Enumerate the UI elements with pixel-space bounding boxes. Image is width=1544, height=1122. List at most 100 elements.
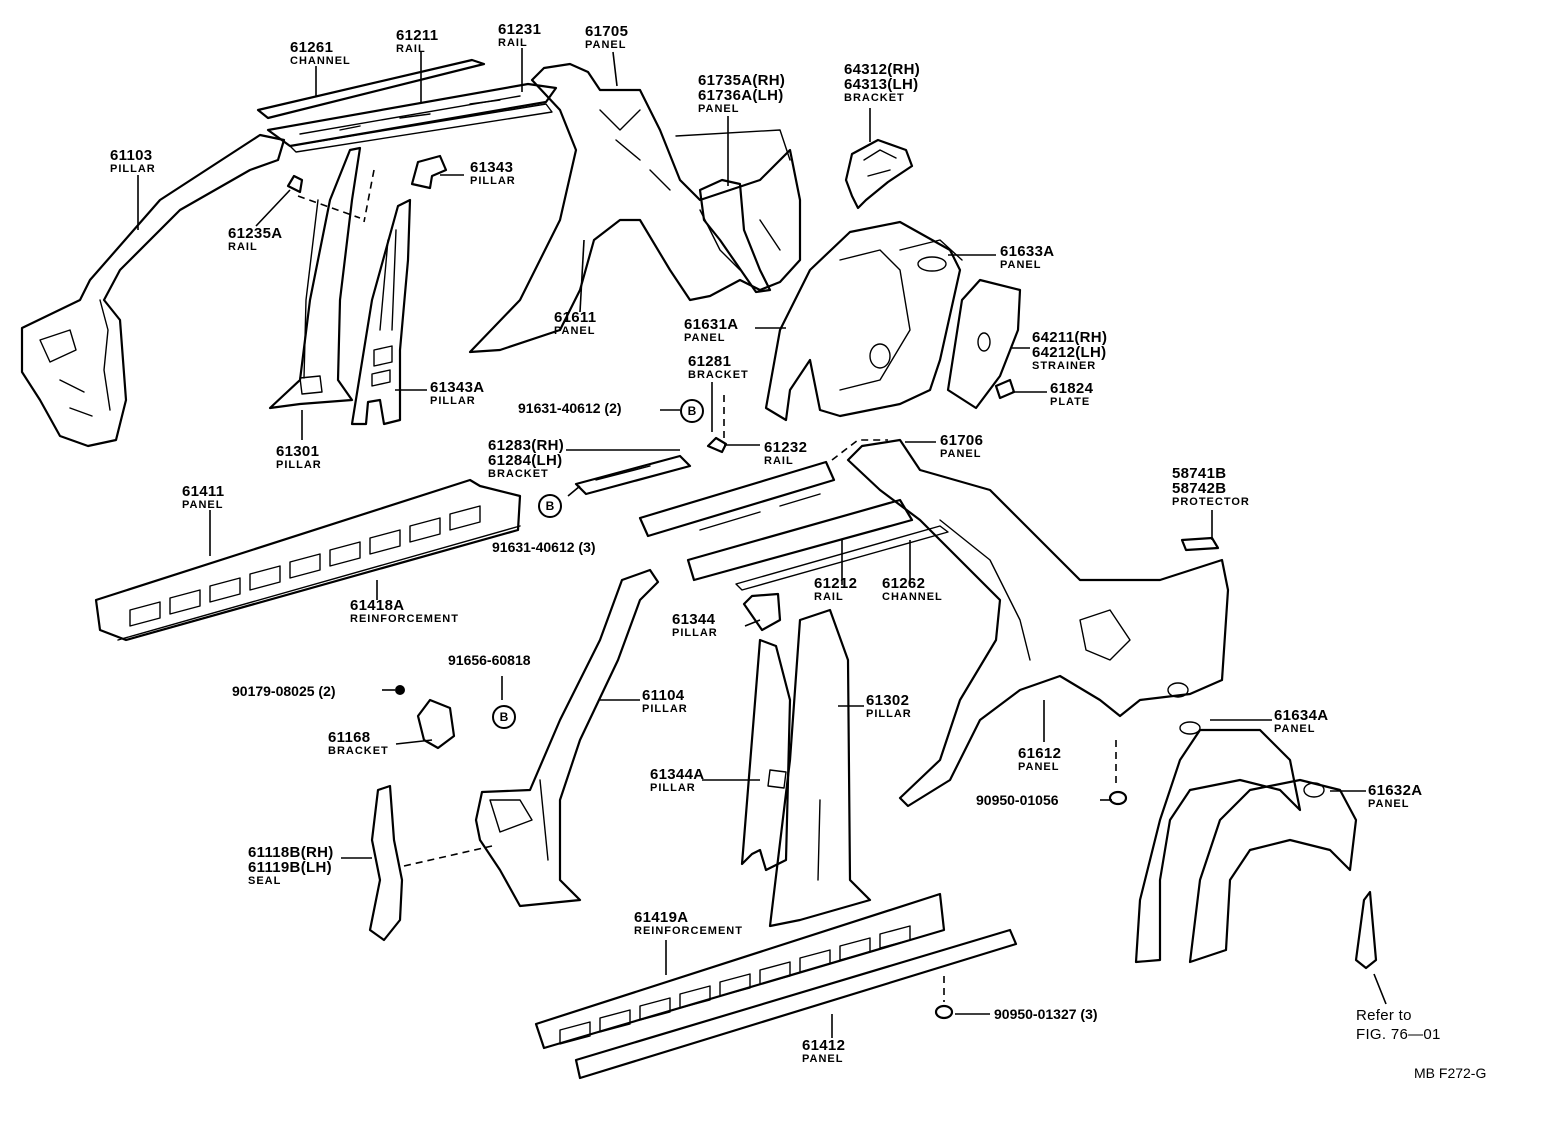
quarter-outer-panel-61612 <box>846 438 1230 808</box>
fastener-label-90179: 90179-08025 (2) <box>232 683 336 699</box>
part-name: PILLAR <box>470 175 516 187</box>
part-name: PLATE <box>1050 396 1091 408</box>
bracket-64312 <box>844 138 914 210</box>
part-number: 61633A <box>1000 243 1055 260</box>
part-name: BRACKET <box>488 468 549 480</box>
part-label-p64312: 64312(RH)64313(LH)BRACKET <box>844 62 920 104</box>
pillar-bracket-61343 <box>410 154 448 190</box>
part-name: PILLAR <box>430 395 476 407</box>
part-number: 61283(RH) <box>488 437 565 454</box>
inner-pillar-61343a <box>350 198 412 426</box>
part-number-alt: 58742B <box>1172 480 1227 497</box>
reference-note: Refer to FIG. 76—01 <box>1356 1007 1441 1043</box>
fastener-label-91631-3: 91631-40612 (3) <box>492 539 596 555</box>
nuts <box>934 790 1128 1020</box>
bracket-61168 <box>395 685 456 750</box>
part-number: 61232 <box>764 439 808 456</box>
part-name: PILLAR <box>642 703 688 715</box>
part-number: 61344 <box>672 611 716 628</box>
part-name: PANEL <box>698 103 740 115</box>
part-name: RAIL <box>498 37 528 49</box>
wheelhouse-61631a <box>764 220 963 422</box>
panel-61735a <box>698 178 772 294</box>
bolt-symbol: B <box>680 399 704 423</box>
part-number: 61261 <box>290 39 334 56</box>
part-name: PANEL <box>1274 723 1316 735</box>
part-number: 61212 <box>814 575 858 592</box>
part-name: PANEL <box>182 499 224 511</box>
leader-lines <box>137 48 1387 1038</box>
part-name: PANEL <box>684 332 726 344</box>
part-number: 61343 <box>470 159 514 176</box>
part-number: 61705 <box>585 23 629 40</box>
part-name: PANEL <box>1000 259 1042 271</box>
part-label-p61283: 61283(RH)61284(LH)BRACKET <box>488 438 564 480</box>
part-number-alt: 64212(LH) <box>1032 344 1107 361</box>
part-name: PILLAR <box>866 708 912 720</box>
part-number: 61344A <box>650 766 705 783</box>
part-number: 61612 <box>1018 745 1062 762</box>
part-name: REINFORCEMENT <box>634 925 743 937</box>
part-number: 61634A <box>1274 707 1329 724</box>
roof-rails-lower <box>638 460 949 591</box>
part-number: 61419A <box>634 909 689 926</box>
part-name: RAIL <box>764 455 794 467</box>
rail-clip-61235a <box>286 174 304 194</box>
part-name: PILLAR <box>276 459 322 471</box>
part-number: 64312(RH) <box>844 61 921 78</box>
fastener-label-90950-01327: 90950-01327 (3) <box>994 1006 1098 1022</box>
quarter-inner-panel-61611 <box>468 62 802 354</box>
part-number: 61611 <box>554 309 597 326</box>
part-number: 61301 <box>276 443 320 460</box>
part-name: PILLAR <box>110 163 156 175</box>
part-number: 61706 <box>940 432 984 449</box>
part-number: 61104 <box>642 687 685 704</box>
part-name: PANEL <box>554 325 596 337</box>
part-number: 61631A <box>684 316 739 333</box>
part-name: RAIL <box>396 43 426 55</box>
part-name: BRACKET <box>328 745 389 757</box>
strainer-64211 <box>946 278 1022 410</box>
part-label-p64211: 64211(RH)64212(LH)STRAINER <box>1032 330 1107 372</box>
part-number: 61735A(RH) <box>698 72 786 89</box>
front-pillar-61103 <box>20 133 286 448</box>
part-number: 61343A <box>430 379 485 396</box>
part-label-p61735: 61735A(RH)61736A(LH)PANEL <box>698 73 785 115</box>
front-pillar-61104 <box>474 568 660 908</box>
part-number: 58741B <box>1172 465 1227 482</box>
part-number-alt: 61284(LH) <box>488 452 563 469</box>
bolt-symbol: B <box>538 494 562 518</box>
part-name: PANEL <box>1018 761 1060 773</box>
part-number: 61103 <box>110 147 153 164</box>
rear-wheelhouse-61632a <box>1134 721 1358 964</box>
part-number: 61235A <box>228 225 283 242</box>
bolt-symbol: B <box>492 705 516 729</box>
part-name: PROTECTOR <box>1172 496 1250 508</box>
part-number: 61412 <box>802 1037 846 1054</box>
rocker-reinforcement-61419a <box>534 892 1018 1080</box>
part-number: 61262 <box>882 575 926 592</box>
plate-61824 <box>994 378 1016 400</box>
